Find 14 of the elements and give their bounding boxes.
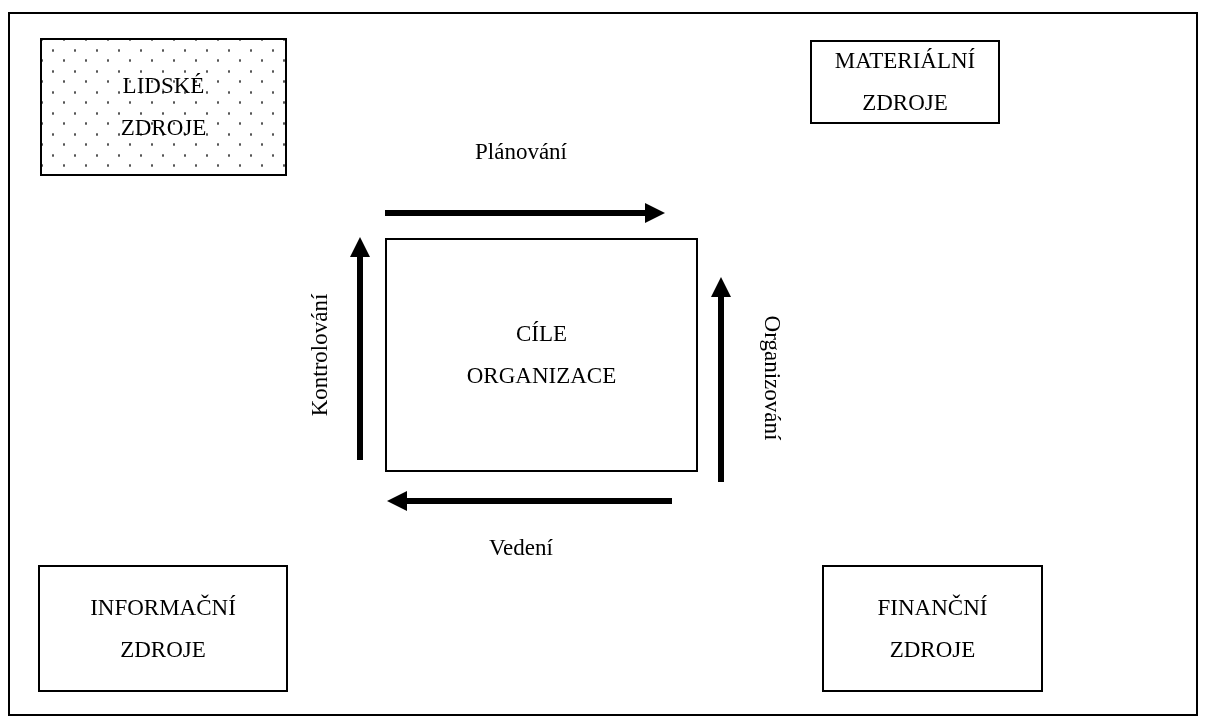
box-label: FINANČNÍ ZDROJE bbox=[876, 593, 989, 664]
box-label: CÍLE ORGANIZACE bbox=[465, 320, 618, 390]
goal-box bbox=[385, 238, 698, 472]
resource-box bbox=[40, 38, 287, 176]
process-label: Plánování bbox=[475, 139, 567, 165]
box-label: MATERIÁLNÍ ZDROJE bbox=[833, 47, 977, 117]
process-label: Kontrolování bbox=[306, 293, 333, 417]
process-label: Organizování bbox=[758, 315, 785, 441]
resource-box bbox=[810, 40, 1000, 124]
resource-box bbox=[38, 565, 288, 692]
process-label: Vedení bbox=[489, 535, 553, 561]
resource-box bbox=[822, 565, 1043, 692]
box-label: LIDSKÉ ZDROJE bbox=[119, 72, 208, 142]
box-label: INFORMAČNÍ ZDROJE bbox=[89, 593, 237, 664]
